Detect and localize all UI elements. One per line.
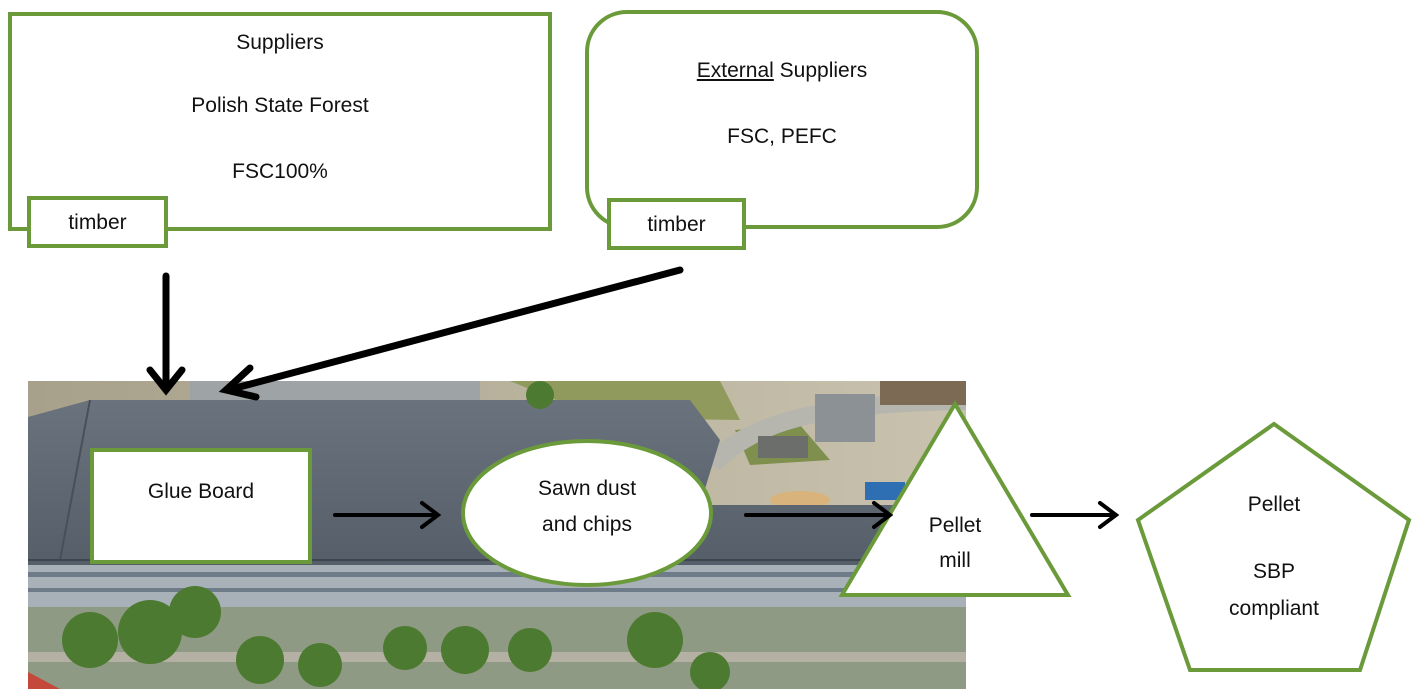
parking-area (190, 381, 480, 403)
suppliers-box (8, 12, 552, 231)
suppliers-timber-tag: timber (27, 196, 168, 248)
arrow-glue-to-sawn (333, 501, 442, 529)
warehouse-building (880, 381, 966, 405)
suppliers-cert: FSC100% (232, 160, 328, 183)
blue-container (865, 482, 905, 500)
pellet-line2: SBP (1252, 560, 1296, 583)
external-suppliers-cert: FSC, PEFC (727, 125, 837, 148)
sawn-dust-line2: and chips (542, 513, 632, 536)
sawn-dust-line1: Sawn dust (537, 477, 637, 500)
sawn-dust-ellipse (461, 439, 713, 587)
road (700, 392, 966, 470)
pellet-line3: compliant (1229, 597, 1319, 620)
external-suppliers-box (585, 10, 979, 229)
pellet-mill-line2: mill (939, 549, 971, 572)
pellet-mill-triangle (838, 400, 1072, 597)
external-timber-tag: timber (607, 198, 746, 250)
pellet-mill-line1: Pellet (928, 514, 982, 537)
sawdust-pile (770, 491, 830, 509)
small-building (758, 436, 808, 458)
pellet-line1: Pellet (1247, 493, 1301, 516)
glue-board-label: Glue Board (147, 480, 255, 503)
external-title-rest: Suppliers (773, 59, 868, 82)
external-suppliers-title: External Suppliers (585, 58, 979, 84)
suppliers-source: Polish State Forest (191, 94, 369, 117)
external-underlined: External (696, 59, 774, 82)
pellet-pentagon (1135, 421, 1412, 672)
trees (62, 381, 730, 689)
timber-label: timber (647, 213, 706, 236)
timber-label: timber (68, 211, 127, 234)
arrow-mill-to-pellet (1030, 501, 1120, 529)
glue-board-box: Glue Board (90, 448, 312, 564)
suppliers-title: Suppliers (236, 31, 324, 54)
arrow-suppliers-to-plant (146, 272, 186, 396)
arrow-external-to-plant (218, 266, 684, 401)
arrow-sawn-to-mill (744, 501, 894, 529)
shed-building (815, 394, 875, 442)
